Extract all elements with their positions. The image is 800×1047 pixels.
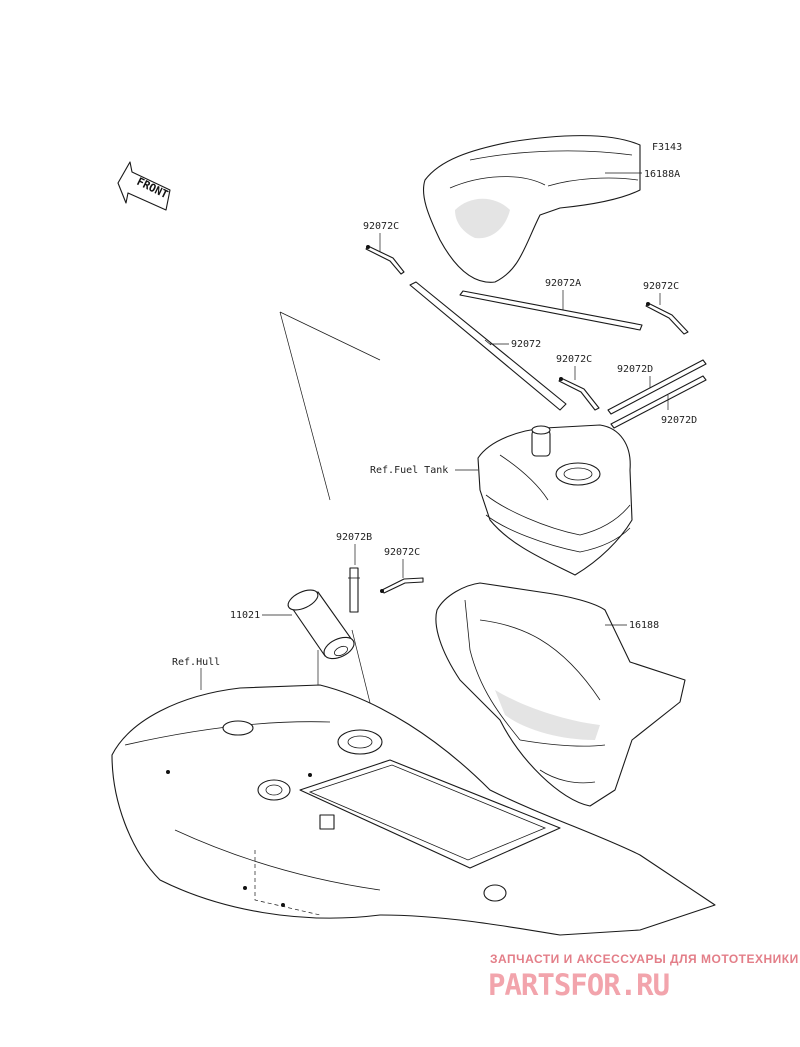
watermark-brand: PARTSFOR.RU: [488, 968, 669, 1002]
callout-92072C-mid: 92072C: [556, 354, 592, 365]
seat-cover-part: [422, 135, 641, 283]
strap-b-part: [349, 567, 359, 613]
callout-92072D-lower: 92072D: [661, 415, 697, 426]
callout-92072B: 92072B: [336, 532, 372, 543]
oil-filter-part: [287, 589, 355, 660]
callout-16188: 16188: [629, 620, 659, 631]
strap-d-lower-part: [610, 375, 707, 429]
callout-ref-fuel-tank: Ref.Fuel Tank: [370, 465, 448, 476]
strap-main-part: [409, 281, 567, 411]
hull-part: [111, 684, 716, 936]
figure-code-label: F3143: [652, 142, 682, 153]
callout-92072D-upper: 92072D: [617, 364, 653, 375]
fuel-tank-part: [477, 424, 633, 576]
watermark-tagline: ЗАПЧАСТИ И АКСЕССУАРЫ ДЛЯ МОТОТЕХНИКИ: [490, 952, 799, 966]
strap-d-upper-part: [607, 359, 707, 415]
callout-92072A: 92072A: [545, 278, 581, 289]
callout-92072C-top-left: 92072C: [363, 221, 399, 232]
strap-a-part: [459, 290, 643, 331]
callout-11021: 11021: [230, 610, 260, 621]
callout-92072: 92072: [511, 339, 541, 350]
callout-16188A: 16188A: [644, 169, 680, 180]
front-arrow-icon: FRONT: [117, 161, 171, 211]
callout-92072C-top-right: 92072C: [643, 281, 679, 292]
callout-ref-hull: Ref.Hull: [172, 657, 220, 668]
callout-92072C-lower: 92072C: [384, 547, 420, 558]
storage-bin-part: [435, 582, 686, 807]
